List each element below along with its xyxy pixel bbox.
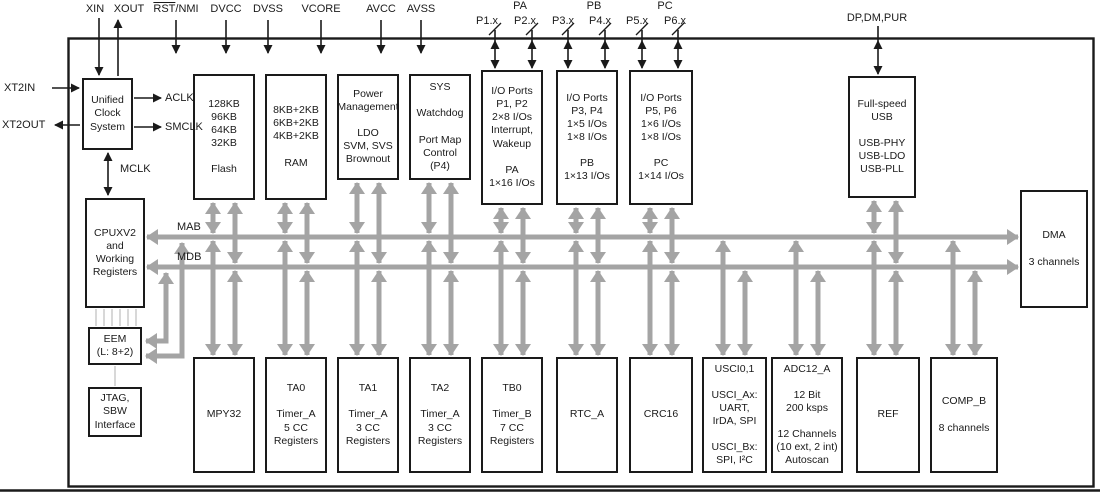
block-mpy32: MPY32 xyxy=(193,357,255,473)
block-crc16: CRC16 xyxy=(629,357,693,473)
bus-label-mab: MAB xyxy=(177,221,201,233)
block-fullspeed-usb: Full-speed USB USB-PHY USB-LDO USB-PLL xyxy=(848,76,916,198)
block-io-ports-p5-p6: I/O Ports P5, P6 1×6 I/Os 1×8 I/Os PC 1×… xyxy=(629,70,693,205)
signal-label-smclk: SMCLK xyxy=(165,121,203,133)
pin-label-dp-dm-pur: DP,DM,PUR xyxy=(846,12,908,24)
signal-label-aclk: ACLK xyxy=(165,92,194,104)
block-io-ports-p1-p2: I/O Ports P1, P2 2×8 I/Os Interrupt, Wak… xyxy=(481,70,543,205)
block-unified-clock-system: Unified Clock System xyxy=(82,78,133,150)
block-dma: DMA 3 channels xyxy=(1020,190,1088,308)
pin-label-xin: XIN xyxy=(85,3,105,15)
pin-label-dvcc: DVCC xyxy=(210,3,242,15)
pin-label-avcc: AVCC xyxy=(366,3,396,15)
pin-label-p1x: P1.x xyxy=(475,15,499,27)
block-sys-watchdog: SYS Watchdog Port Map Control (P4) xyxy=(409,74,471,180)
pin-label-p6x: P6.x xyxy=(663,15,687,27)
block-ta0: TA0 Timer_A 5 CC Registers xyxy=(265,357,327,473)
block-jtag-sbw: JTAG, SBW Interface xyxy=(88,387,142,437)
block-eem: EEM (L: 8+2) xyxy=(88,327,142,365)
pin-label-avss: AVSS xyxy=(406,3,436,15)
block-comp-b: COMP_B 8 channels xyxy=(930,357,998,473)
pin-label-xt2in: XT2IN xyxy=(4,82,36,94)
signal-label-mclk: MCLK xyxy=(120,163,151,175)
block-ta2: TA2 Timer_A 3 CC Registers xyxy=(409,357,471,473)
block-io-ports-p3-p4: I/O Ports P3, P4 1×5 I/Os 1×8 I/Os PB 1×… xyxy=(556,70,618,205)
port-group-label-pb: PB xyxy=(586,0,602,12)
pin-label-rst-nmi: RST/NMI xyxy=(153,3,198,15)
rst-overline: RST xyxy=(153,3,176,15)
block-rtc-a: RTC_A xyxy=(556,357,618,473)
block-ram: 8KB+2KB 6KB+2KB 4KB+2KB RAM xyxy=(265,74,327,200)
port-group-label-pc: PC xyxy=(657,0,673,12)
block-flash: 128KB 96KB 64KB 32KB Flash xyxy=(193,74,255,200)
pin-label-xout: XOUT xyxy=(113,3,145,15)
pin-label-p5x: P5.x xyxy=(625,15,649,27)
nmi-text: /NMI xyxy=(175,3,199,15)
block-ref: REF xyxy=(856,357,920,473)
block-cpuxv2: CPUXV2 and Working Registers xyxy=(85,198,145,308)
pin-label-p3x: P3.x xyxy=(551,15,575,27)
block-ta1: TA1 Timer_A 3 CC Registers xyxy=(337,357,399,473)
block-adc12-a: ADC12_A 12 Bit 200 ksps 12 Channels (10 … xyxy=(771,357,843,473)
port-group-label-pa: PA xyxy=(513,0,527,12)
pin-label-dvss: DVSS xyxy=(253,3,283,15)
block-power-management: Power Management LDO SVM, SVS Brownout xyxy=(337,74,399,180)
pin-label-vcore: VCORE xyxy=(301,3,341,15)
pin-label-xt2out: XT2OUT xyxy=(2,119,46,131)
pin-label-p2x: P2.x xyxy=(513,15,537,27)
block-usci: USCI0,1 USCI_Ax: UART, IrDA, SPI USCI_Bx… xyxy=(702,357,767,473)
pin-label-p4x: P4.x xyxy=(588,15,612,27)
bus-label-mdb: MDB xyxy=(177,251,202,263)
block-tb0: TB0 Timer_B 7 CC Registers xyxy=(481,357,543,473)
